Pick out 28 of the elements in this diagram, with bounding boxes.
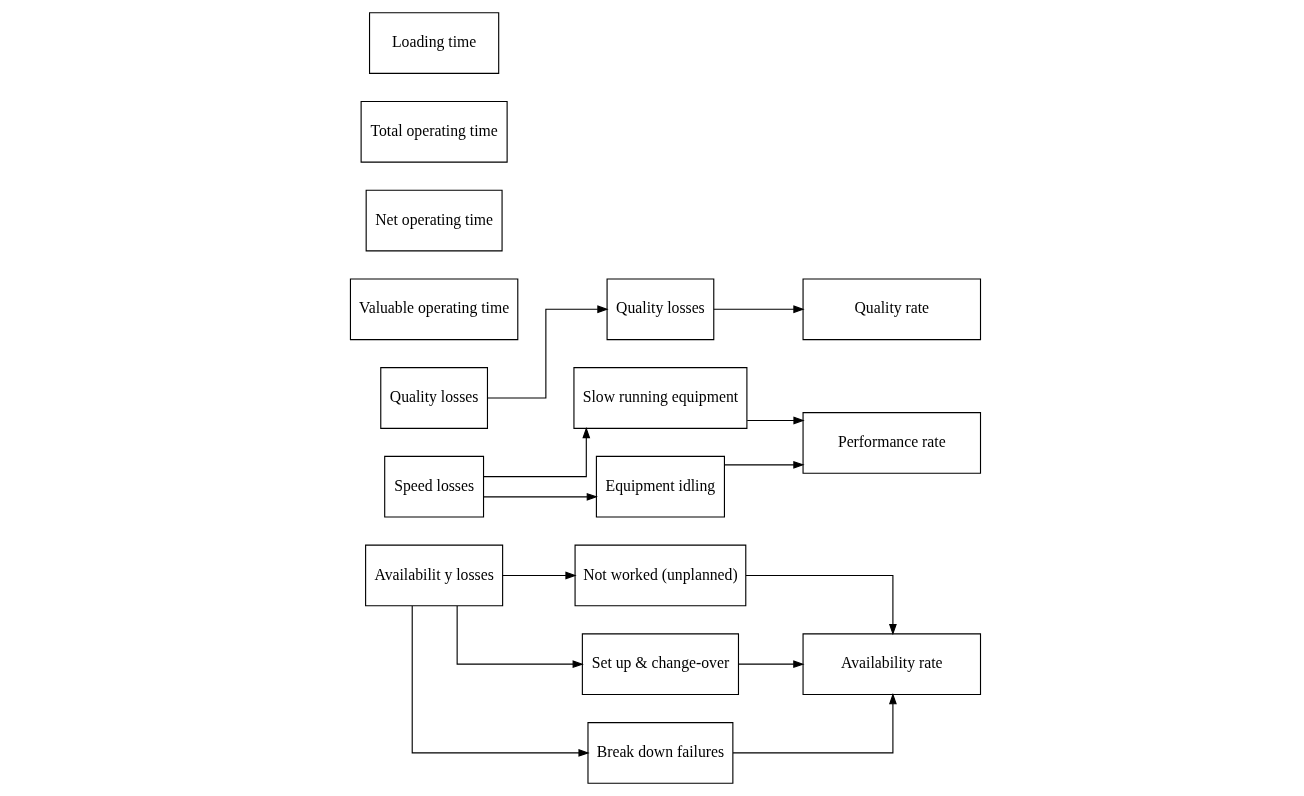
arrow [483, 492, 598, 501]
arrow [456, 605, 584, 669]
arrow [483, 426, 591, 478]
node-box: Total operating time [360, 100, 508, 163]
node-box: Speed losses [384, 455, 485, 518]
node-box: Performance rate [802, 412, 982, 474]
node-box: Set up & change-over [581, 633, 740, 696]
node-box: Quality losses [380, 367, 489, 429]
node-box: Equipment idling [595, 455, 725, 518]
node-box: Net operating time [365, 189, 503, 252]
node-box: Loading time [369, 12, 500, 74]
arrow [713, 305, 805, 314]
arrow [746, 416, 805, 425]
arrow [745, 574, 897, 636]
node-box: Availability rate [802, 633, 982, 696]
arrow [724, 460, 805, 469]
node-box: Availabilit y losses [365, 544, 504, 607]
arrow [487, 305, 609, 399]
node-box: Valuable operating time [349, 278, 519, 341]
node-box: Not worked (unplanned) [574, 544, 747, 607]
arrow [738, 660, 805, 669]
arrow [502, 571, 577, 580]
node-box: Quality rate [802, 278, 982, 341]
arrow [732, 693, 897, 754]
node-box: Quality losses [606, 278, 715, 341]
node-box: Break down failures [587, 722, 734, 784]
node-box: Slow running equipment [573, 367, 748, 429]
arrow [411, 605, 590, 757]
